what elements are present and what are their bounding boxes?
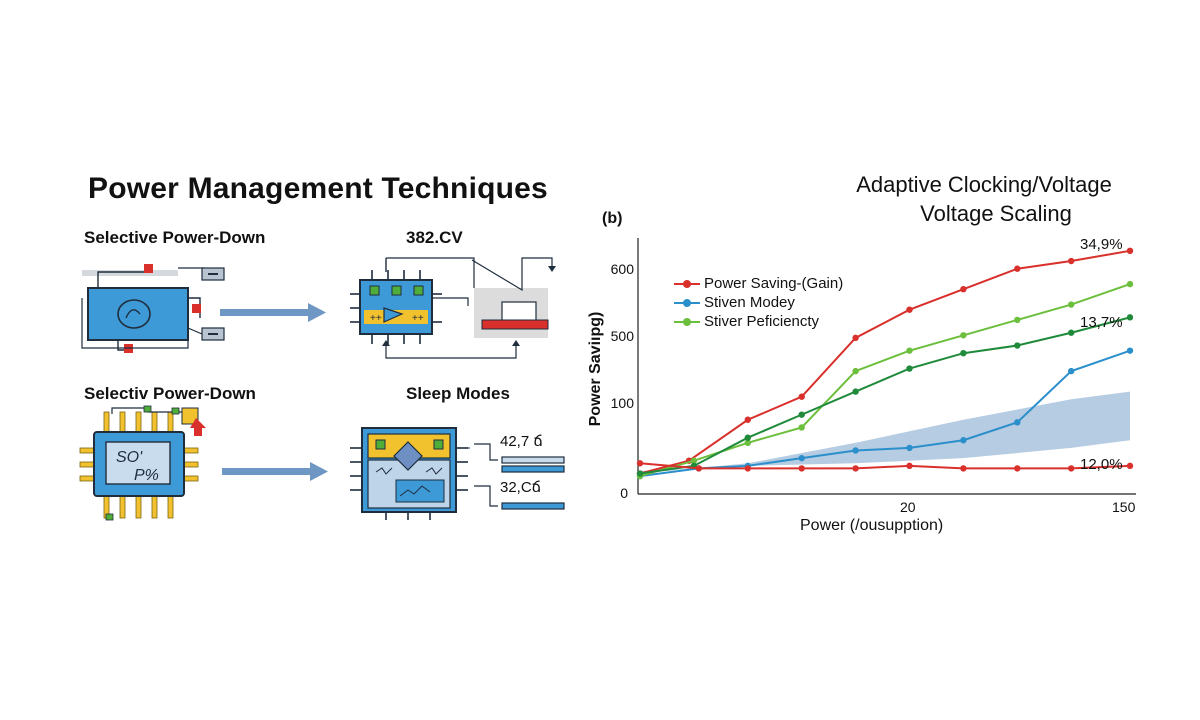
series-3-point-4: [852, 388, 859, 395]
series-3-point-5: [906, 365, 913, 372]
x-axis-label: Power (/ousupption): [800, 517, 944, 534]
series-0-point-3: [798, 393, 805, 400]
series-2-point-6: [960, 332, 967, 339]
series-0-point-5: [906, 306, 913, 313]
legend-item-2: Stiver Peficiencty: [674, 313, 843, 330]
selective-power-down-label-2: Selectiv Power-Down: [84, 384, 256, 403]
legend-label-2: Stiver Peficiencty: [704, 313, 820, 330]
series-4-point-0: [636, 460, 644, 467]
series-3-point-9: [1126, 314, 1134, 321]
chart-title-line2: Voltage Scaling: [920, 201, 1072, 226]
series-0-point-4: [852, 334, 859, 342]
series-4-point-6: [960, 465, 967, 472]
series-0-point-6: [960, 286, 967, 293]
chart-plot-area: [636, 238, 1136, 495]
legend-swatch-blue: [674, 298, 700, 308]
series-3-point-0: [636, 470, 644, 477]
voltage-label: 382.CV: [406, 228, 463, 247]
annotation-mid: 13,7%: [1080, 314, 1123, 331]
legend-swatch-green: [674, 317, 700, 327]
svg-text:++: ++: [412, 313, 424, 324]
series-0-point-9: [1126, 247, 1134, 254]
y-tick-500: 500: [610, 328, 634, 344]
sleep-value-bars-icon: [474, 443, 565, 510]
series-1-point-6: [960, 437, 967, 444]
series-3-point-7: [1014, 342, 1021, 349]
arrow-right-icon: [220, 303, 326, 322]
power-down-chip-icon: SO' P%: [79, 405, 206, 521]
series-3-point-8: [1068, 329, 1075, 336]
series-2-point-7: [1014, 316, 1021, 324]
legend-item-0: Power Saving-(Gain): [674, 275, 843, 292]
series-line-1: [639, 349, 1131, 478]
panel-label: (b): [602, 210, 623, 227]
diagram-title: Power Management Techniques: [88, 172, 548, 205]
series-4-point-5: [906, 462, 913, 470]
series-2-point-8: [1068, 301, 1075, 308]
series-0-point-7: [1014, 265, 1021, 272]
chip-text-line2: P%: [134, 467, 159, 484]
series-2-point-5: [906, 347, 913, 354]
sleep-value-2: 32,Cճ: [500, 479, 542, 496]
series-0-point-8: [1068, 257, 1075, 265]
chip-text-line1: SO': [116, 449, 143, 466]
annotation-top: 34,9%: [1080, 236, 1123, 253]
series-4-point-2: [744, 465, 751, 472]
series-1-point-9: [1126, 347, 1134, 354]
selective-power-down-label: Selective Power-Down: [84, 228, 266, 247]
power-down-circuit-icon: [81, 264, 225, 353]
series-3-point-2: [744, 434, 751, 441]
svg-text:++: ++: [370, 313, 382, 324]
series-2-point-1: [690, 457, 698, 464]
series-4-point-4: [852, 465, 859, 472]
sleep-modes-label: Sleep Modes: [406, 384, 510, 403]
series-1-point-4: [852, 447, 859, 454]
sleep-value-1: 42,7 ճ: [500, 433, 543, 450]
series-1-point-7: [1014, 419, 1021, 426]
series-2-point-4: [852, 367, 859, 375]
legend-label-0: Power Saving-(Gain): [704, 275, 844, 292]
series-4-point-8: [1068, 465, 1075, 472]
series-3-point-3: [798, 411, 805, 418]
series-4-point-3: [798, 465, 805, 472]
chart-title: Adaptive Clocking/Voltage Voltage Scalin…: [804, 170, 1164, 228]
y-axis-label: Power Saviıpg): [587, 311, 604, 427]
series-1-point-5: [906, 444, 913, 452]
series-2-point-2: [744, 439, 751, 446]
series-4-point-7: [1014, 465, 1021, 472]
y-tick-600: 600: [610, 261, 634, 277]
legend-swatch-red: [674, 279, 700, 289]
series-0-point-2: [744, 416, 751, 423]
chart-title-line1: Adaptive Clocking/Voltage: [856, 172, 1112, 197]
chart-legend: Power Saving-(Gain) Stiven Modey Stiver …: [674, 275, 843, 330]
x-tick-150: 150: [1112, 499, 1136, 515]
series-4-point-1: [695, 465, 702, 472]
y-tick-100: 100: [610, 395, 634, 411]
y-tick-0: 0: [620, 485, 628, 501]
arrow-right-icon-2: [222, 462, 328, 481]
clock-gating-chip-icon: ++ ++: [350, 257, 556, 359]
legend-item-1: Stiven Modey: [674, 294, 843, 311]
x-tick-20: 20: [900, 499, 916, 515]
annotation-low: 12,0%: [1080, 456, 1123, 473]
series-line-0: [639, 249, 1131, 475]
series-2-point-3: [798, 424, 805, 431]
sleep-mode-chip-icon: [350, 427, 470, 520]
series-line-4: [639, 462, 1131, 470]
series-1-point-8: [1068, 367, 1075, 375]
legend-label-1: Stiven Modey: [704, 294, 795, 311]
series-1-point-3: [798, 454, 805, 462]
series-4-point-9: [1126, 462, 1134, 470]
uncertainty-band: [640, 391, 1130, 474]
series-3-point-6: [960, 350, 967, 357]
series-2-point-9: [1126, 280, 1134, 288]
series-line-3: [639, 316, 1131, 475]
